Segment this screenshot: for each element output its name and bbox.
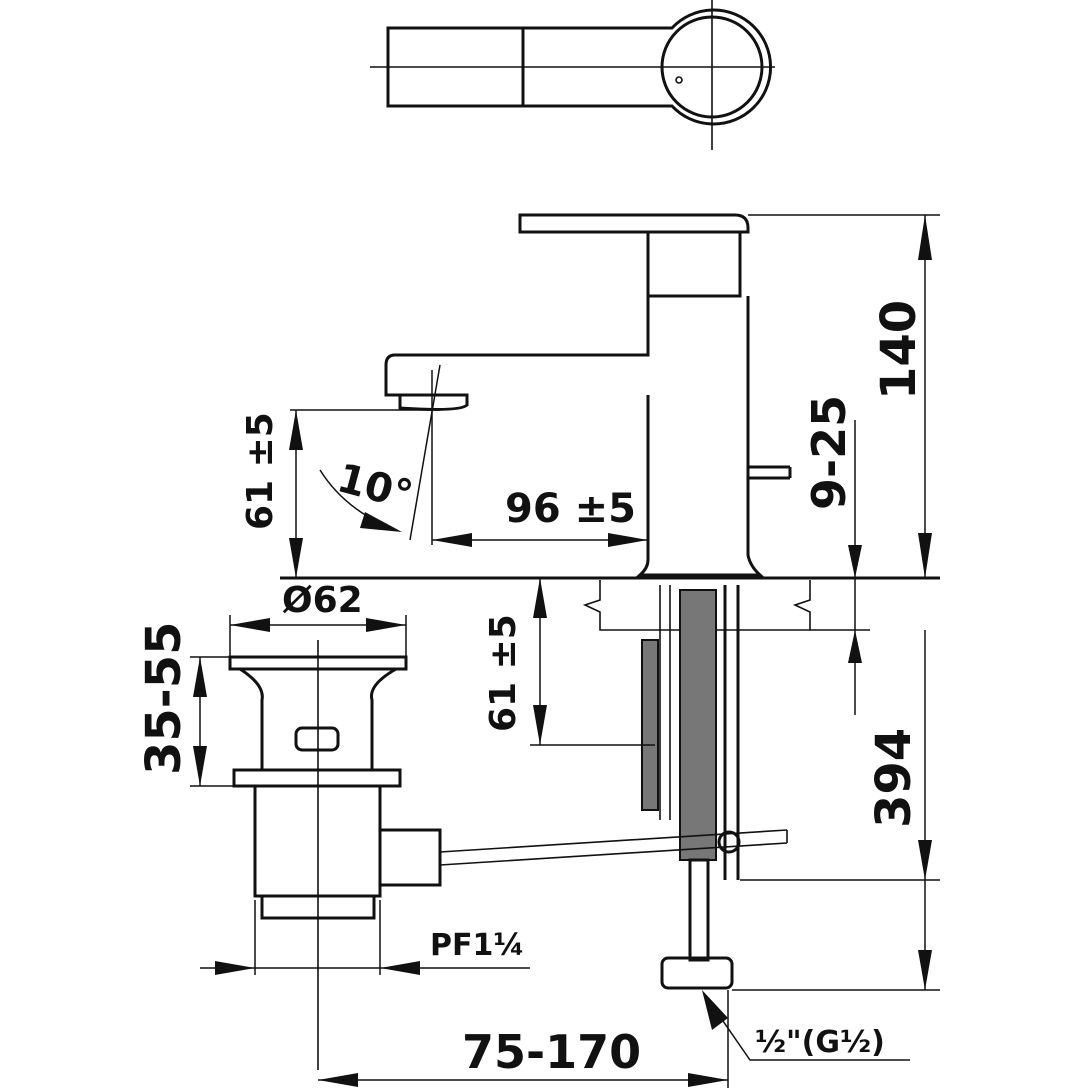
label-under-height: 61 ±5 (483, 614, 524, 732)
label-drain-offset: 75-170 (462, 1025, 641, 1079)
pop-up-drain (228, 640, 442, 1070)
dimension-labels: 140 9-25 61 ±5 10° 96 ±5 Ø62 35-55 61 ±5… (136, 300, 927, 1079)
label-drain-diameter: Ø62 (282, 580, 363, 621)
supply-hose (679, 589, 717, 861)
label-hose-thread: ½"(G½) (755, 1025, 885, 1060)
label-drain-height: 35-55 (136, 621, 192, 775)
dimension-lines (190, 214, 940, 1088)
label-hose-length: 394 (866, 728, 922, 828)
label-height-range: 9-25 (802, 395, 856, 510)
label-height-total: 140 (871, 300, 927, 400)
label-spout-angle: 10° (332, 455, 417, 519)
faucet-side-view (280, 213, 940, 990)
label-spout-height: 61 ±5 (240, 412, 281, 530)
label-drain-thread: PF1¼ (430, 928, 524, 963)
label-spout-reach: 96 ±5 (505, 486, 636, 532)
top-view (370, 0, 775, 150)
temp-indicator-icon (675, 76, 683, 84)
